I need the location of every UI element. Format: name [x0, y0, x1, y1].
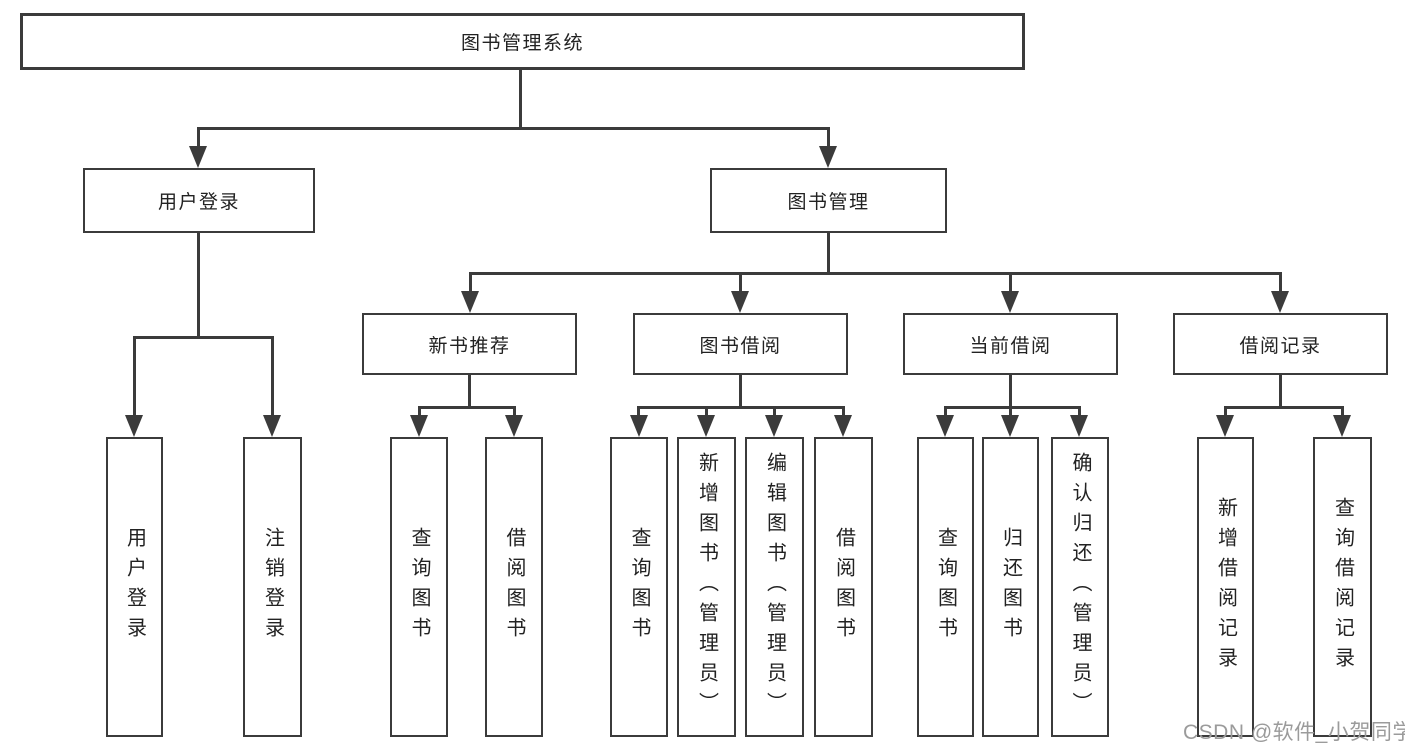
connector-stem	[637, 406, 640, 418]
connector-stem	[197, 233, 200, 336]
connector-level3-rail	[469, 272, 1281, 275]
connector-stem	[739, 272, 742, 293]
connector-stem	[739, 375, 742, 406]
leaf-confirm-return-admin: 确认归还（管理员）	[1051, 437, 1109, 737]
arrowhead	[630, 415, 648, 437]
arrowhead	[834, 415, 852, 437]
node-borrow-records: 借阅记录	[1173, 313, 1388, 375]
arrowhead	[410, 415, 428, 437]
node-label: 新增借阅记录	[1214, 497, 1237, 677]
arrowhead	[697, 415, 715, 437]
node-label: 查询图书	[408, 527, 430, 647]
connector-stem	[1078, 406, 1081, 418]
leaf-query-borrow-record: 查询借阅记录	[1313, 437, 1372, 737]
node-label: 查询借阅记录	[1331, 497, 1354, 677]
leaf-borrow-books: 借阅图书	[814, 437, 873, 737]
connector-stem	[842, 406, 845, 418]
leaf-borrow-books-recommend: 借阅图书	[485, 437, 543, 737]
arrowhead	[125, 415, 143, 437]
node-label: 编辑图书（管理员）	[763, 452, 786, 722]
node-label: 注销登录	[261, 527, 284, 647]
node-book-borrow: 图书借阅	[633, 313, 848, 375]
node-user-login: 用户登录	[83, 168, 315, 233]
connector-stem	[271, 336, 274, 417]
leaf-query-books-current: 查询图书	[917, 437, 974, 737]
node-new-book-recommend: 新书推荐	[362, 313, 577, 375]
connector-stem	[827, 127, 830, 148]
node-label: 图书管理系统	[460, 33, 584, 54]
node-library-system: 图书管理系统	[20, 13, 1025, 70]
node-label: 新增图书（管理员）	[695, 452, 718, 722]
leaf-query-books-borrow: 查询图书	[610, 437, 668, 737]
node-label: 借阅图书	[503, 527, 525, 647]
leaf-user-login: 用户登录	[106, 437, 163, 737]
node-label: 归还图书	[999, 527, 1022, 647]
connector-stem	[1009, 375, 1012, 406]
leaf-add-borrow-record: 新增借阅记录	[1197, 437, 1254, 737]
arrowhead	[1271, 291, 1289, 313]
arrowhead	[819, 146, 837, 168]
arrowhead	[1001, 415, 1019, 437]
node-book-management: 图书管理	[710, 168, 947, 233]
connector-stem	[1224, 406, 1227, 418]
connector-stem	[133, 336, 136, 417]
connector-stem	[705, 406, 708, 418]
connector-stem	[468, 375, 471, 406]
node-label: 图书借阅	[699, 335, 782, 357]
node-label: 借阅图书	[832, 527, 855, 647]
arrowhead	[936, 415, 954, 437]
node-label: 新书推荐	[428, 335, 511, 357]
arrowhead	[1333, 415, 1351, 437]
connector-stem	[1009, 272, 1012, 293]
arrowhead	[1070, 415, 1088, 437]
leaf-edit-book-admin: 编辑图书（管理员）	[745, 437, 804, 737]
node-label: 查询图书	[628, 527, 650, 647]
connector-stem	[1341, 406, 1344, 418]
connector-stem	[1009, 406, 1012, 418]
connector-user-login-rail	[133, 336, 273, 339]
node-label: 用户登录	[157, 192, 240, 213]
connector-stem	[944, 406, 947, 418]
csdn-watermark: CSDN @软件_小贺同学	[1183, 721, 1405, 744]
node-label: 查询图书	[934, 527, 957, 647]
arrowhead	[505, 415, 523, 437]
leaf-query-books-recommend: 查询图书	[390, 437, 448, 737]
node-label: 用户登录	[123, 527, 146, 647]
connector-stem	[1279, 272, 1282, 293]
node-label: 当前借阅	[969, 335, 1052, 357]
connector-stem	[418, 406, 421, 418]
connector-stem	[1279, 375, 1282, 406]
connector-rail	[1224, 406, 1343, 409]
arrowhead	[1216, 415, 1234, 437]
leaf-logout: 注销登录	[243, 437, 302, 737]
connector-root-stem	[519, 70, 522, 127]
node-label: 图书管理	[787, 192, 870, 213]
node-label: 借阅记录	[1239, 335, 1322, 357]
connector-level2-rail	[197, 127, 830, 130]
connector-stem	[513, 406, 516, 418]
node-current-borrow: 当前借阅	[903, 313, 1118, 375]
arrowhead	[263, 415, 281, 437]
arrowhead	[1001, 291, 1019, 313]
connector-stem	[197, 127, 200, 148]
connector-stem	[469, 272, 472, 293]
connector-rail	[944, 406, 1081, 409]
leaf-return-books: 归还图书	[982, 437, 1039, 737]
node-label: 确认归还（管理员）	[1069, 452, 1091, 722]
arrowhead	[765, 415, 783, 437]
connector-rail	[637, 406, 845, 409]
connector-stem	[773, 406, 776, 418]
arrowhead	[461, 291, 479, 313]
arrowhead	[189, 146, 207, 168]
connector-stem	[827, 233, 830, 273]
connector-rail	[418, 406, 516, 409]
arrowhead	[731, 291, 749, 313]
leaf-add-book-admin: 新增图书（管理员）	[677, 437, 736, 737]
